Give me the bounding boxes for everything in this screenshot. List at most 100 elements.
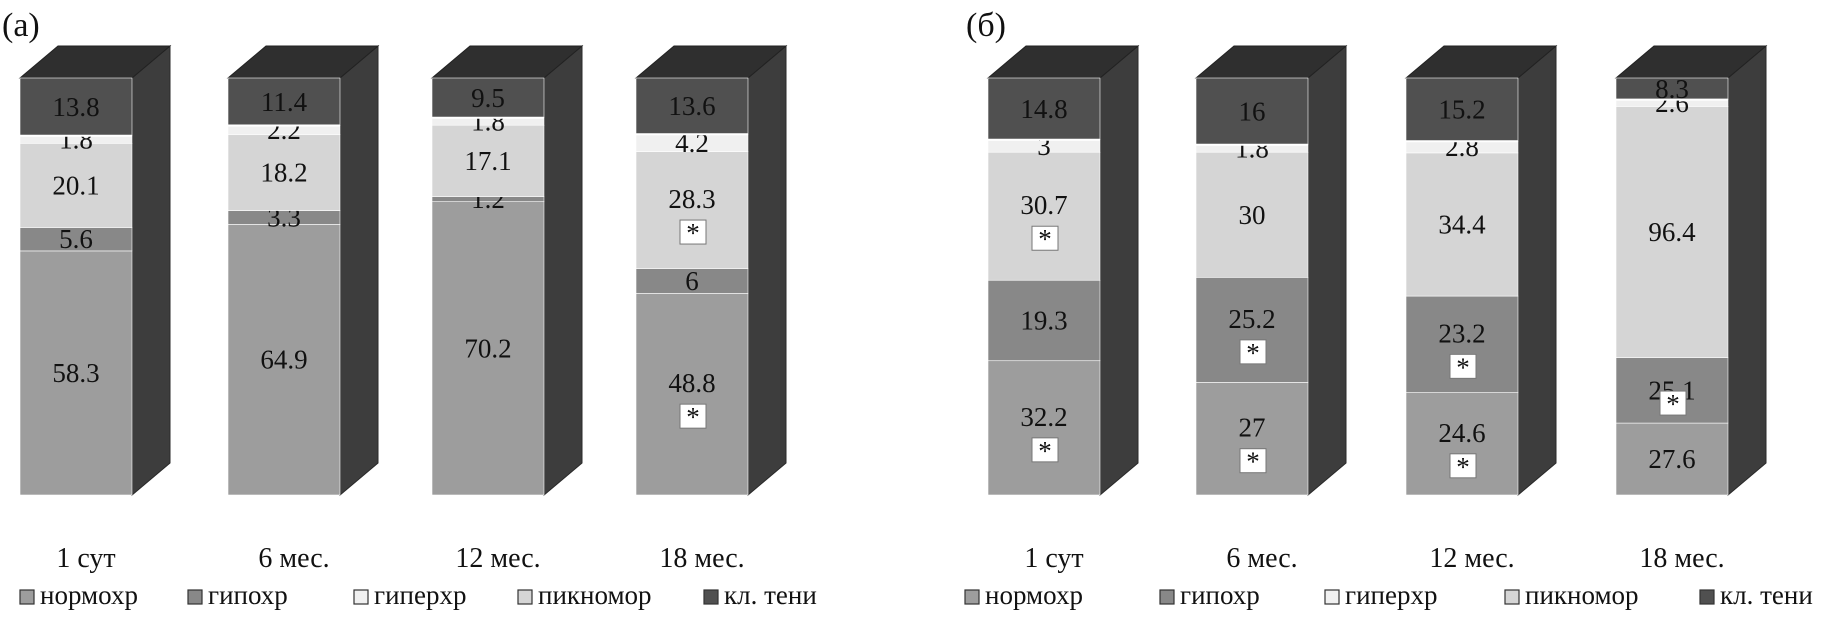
legend-swatch xyxy=(1159,589,1175,605)
panel-b: (б) 32.2*19.330.7*314.827*25.2*301.81624… xyxy=(964,7,1813,610)
bar-segment-hypochrome xyxy=(635,268,749,294)
legend-swatch xyxy=(1504,589,1520,605)
asterisk-icon: * xyxy=(1038,436,1052,466)
data-label: 8.3 xyxy=(1655,74,1689,104)
legend-swatch xyxy=(19,589,35,605)
bar-segment-pyknomorph xyxy=(1195,151,1309,278)
legend-item-pyknomorph: пикномор xyxy=(1504,580,1639,610)
data-label: 34.4 xyxy=(1438,209,1486,239)
significance-marker: * xyxy=(1031,436,1059,466)
bar-segment-pyknomorph xyxy=(987,151,1101,281)
stacked-bar: 24.6*23.2*34.42.815.2 xyxy=(1404,44,1558,497)
significance-marker: * xyxy=(679,402,707,432)
significance-marker: * xyxy=(1031,224,1059,254)
asterisk-icon: * xyxy=(1246,447,1260,477)
significance-marker: * xyxy=(1449,452,1477,482)
data-label: 32.2 xyxy=(1020,402,1067,432)
significance-marker: * xyxy=(679,218,707,248)
data-label: 30 xyxy=(1239,200,1266,230)
significance-marker: * xyxy=(1449,352,1477,382)
panel-b-label: (б) xyxy=(966,7,1006,44)
bar-side-face xyxy=(1307,44,1347,497)
panel-b-bars: 32.2*19.330.7*314.827*25.2*301.81624.6*2… xyxy=(986,44,1768,497)
data-label: 70.2 xyxy=(464,333,511,363)
bar-segment-pyknomorph xyxy=(227,134,341,211)
legend-swatch xyxy=(187,589,203,605)
legend-label: кл. тени xyxy=(1720,580,1813,610)
legend-item-cell-shadows: кл. тени xyxy=(703,580,817,610)
marker-box xyxy=(1031,437,1059,463)
category-label: 1 сут xyxy=(1024,543,1083,574)
data-label: 27 xyxy=(1239,413,1266,443)
data-label: 20.1 xyxy=(52,170,99,200)
bar-segment-cell-shadows xyxy=(635,77,749,135)
significance-marker: * xyxy=(1659,389,1687,419)
stacked-bar: 64.93.318.22.211.4 xyxy=(226,44,380,497)
legend-item-hypochrome: гипохр xyxy=(187,580,288,610)
data-label: 24.6 xyxy=(1438,418,1485,448)
category-label: 18 мес. xyxy=(1639,543,1724,574)
data-label: 64.9 xyxy=(260,345,307,375)
data-label: 11.4 xyxy=(261,87,308,117)
stacked-bar: 58.35.620.11.813.8 xyxy=(18,44,172,497)
stacked-bar: 27*25.2*301.816 xyxy=(1194,44,1348,497)
data-label: 6 xyxy=(685,266,699,296)
asterisk-icon: * xyxy=(686,218,700,248)
stacked-bar: 70.21.217.11.89.5 xyxy=(430,44,584,497)
data-label: 58.3 xyxy=(52,358,99,388)
bar-segment-normochrome xyxy=(635,293,749,496)
bar-segment-normochrome xyxy=(1195,382,1309,496)
marker-box xyxy=(1449,453,1477,479)
marker-box xyxy=(1239,448,1267,474)
stacked-bar: 32.2*19.330.7*314.8 xyxy=(986,44,1140,497)
marker-box xyxy=(679,403,707,429)
legend-item-normochrome: нормохр xyxy=(964,580,1083,610)
data-label: 17.1 xyxy=(464,146,511,176)
asterisk-icon: * xyxy=(1246,338,1260,368)
bar-side-face xyxy=(543,44,583,497)
significance-marker: * xyxy=(1239,447,1267,477)
data-label: 9.5 xyxy=(471,83,505,113)
panel-a-label: (а) xyxy=(2,7,40,44)
legend-label: пикномор xyxy=(1525,580,1639,610)
legend-item-normochrome: нормохр xyxy=(19,580,138,610)
data-label: 25.2 xyxy=(1228,304,1275,334)
data-label: 15.2 xyxy=(1438,95,1485,125)
bar-side-face xyxy=(1727,44,1767,497)
stacked-bar: 27.625.1*96.42.68.3 xyxy=(1614,44,1768,497)
data-label: 19.3 xyxy=(1020,305,1067,335)
legend-swatch xyxy=(1699,589,1715,605)
category-label: 6 мес. xyxy=(258,543,329,574)
bar-segment-cell-shadows xyxy=(1405,77,1519,142)
category-label: 12 мес. xyxy=(1429,543,1514,574)
legend-label: нормохр xyxy=(40,580,138,610)
panel-a: (а) 58.35.620.11.813.8 64.93.318.22.211.4… xyxy=(2,7,817,610)
marker-box xyxy=(1239,339,1267,365)
bar-segment-normochrome xyxy=(227,224,341,496)
data-label: 18.2 xyxy=(260,158,307,188)
asterisk-icon: * xyxy=(1456,352,1470,382)
bar-segment-cell-shadows xyxy=(1195,77,1309,146)
legend-item-cell-shadows: кл. тени xyxy=(1699,580,1813,610)
legend-label: гипохр xyxy=(208,580,288,610)
bar-segment-pyknomorph xyxy=(1615,106,1729,358)
stacked-bar: 48.8*628.3*4.213.6 xyxy=(634,44,788,497)
data-label: 13.6 xyxy=(668,91,715,121)
legend-label: нормохр xyxy=(985,580,1083,610)
bar-segment-pyknomorph xyxy=(635,151,749,269)
data-label: 27.6 xyxy=(1648,444,1695,474)
significance-marker: * xyxy=(1239,338,1267,368)
bar-segment-pyknomorph xyxy=(431,124,545,197)
legend-swatch xyxy=(703,589,719,605)
legend-item-hypochrome: гипохр xyxy=(1159,580,1260,610)
asterisk-icon: * xyxy=(686,402,700,432)
marker-box xyxy=(679,219,707,245)
marker-box xyxy=(1659,390,1687,416)
bar-segment-normochrome xyxy=(431,201,545,496)
legend-swatch xyxy=(964,589,980,605)
panel-a-bars: 58.35.620.11.813.8 64.93.318.22.211.4 70.2… xyxy=(18,44,788,497)
